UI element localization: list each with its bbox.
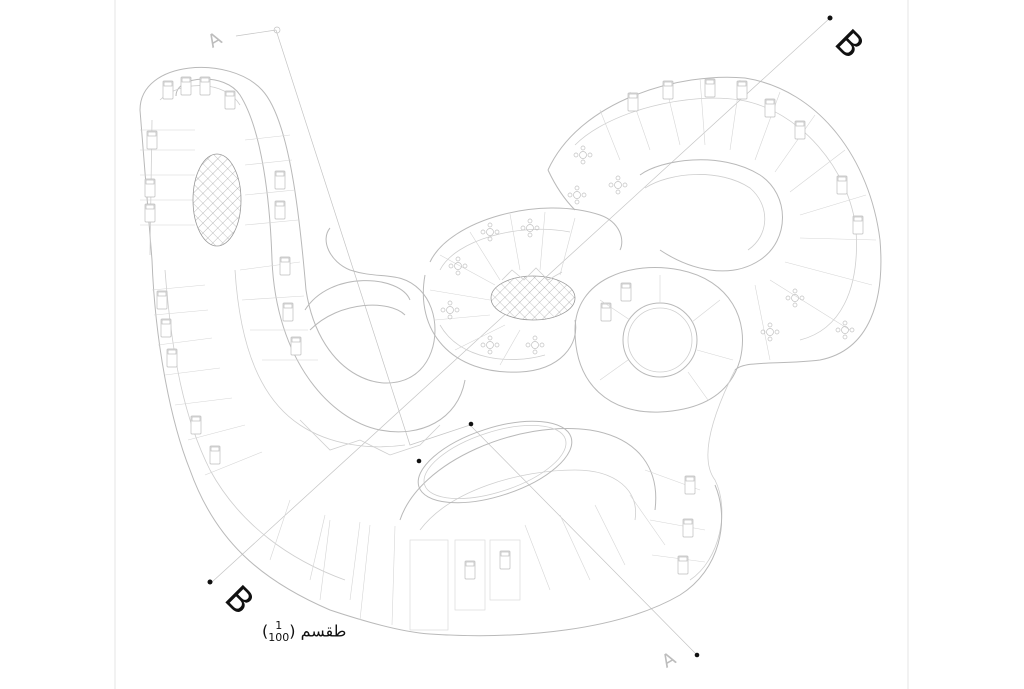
east-wing: [547, 76, 882, 581]
section-point-a-mid2: [468, 421, 474, 427]
scale-numerator: 1: [275, 619, 283, 632]
scale-paren-close: ): [262, 621, 269, 641]
east-rotunda: [622, 302, 698, 378]
plan-label-text: طقسم: [300, 621, 347, 641]
plant-symbol: [169, 673, 191, 689]
scale-paren-open: (: [289, 621, 296, 641]
section-b-top-label: B: [827, 22, 872, 67]
section-line-a: [275, 29, 698, 656]
section-point-a-top: [273, 26, 281, 34]
axis-a-bottom-label: A: [658, 648, 680, 673]
section-point-b-bottom: [207, 579, 213, 585]
section-point-b-top: [827, 15, 833, 21]
south-palm-court: [417, 420, 573, 504]
section-point-a-mid1: [416, 458, 422, 464]
axis-a-top-tick: [235, 29, 277, 37]
section-b-bottom-label: B: [217, 578, 262, 623]
central-lobe: [422, 207, 623, 373]
south-wing: [319, 420, 722, 637]
west-courtyard-hatch: [192, 153, 242, 247]
central-plaza-hatch: [490, 275, 576, 321]
scale-denominator: 100: [268, 631, 290, 644]
axis-a-top-label: A: [204, 28, 226, 53]
section-point-a-bottom: [694, 652, 700, 658]
west-wing: [139, 66, 466, 635]
